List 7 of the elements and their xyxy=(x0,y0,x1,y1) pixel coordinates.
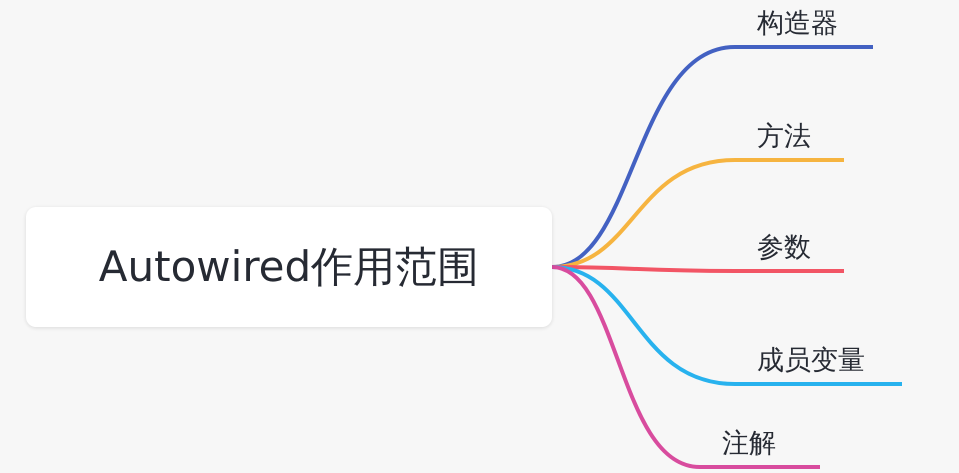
branch-label: 构造器 xyxy=(735,6,873,49)
topic-box: Autowired作用范围 xyxy=(26,207,552,327)
branch-label: 注解 xyxy=(700,426,820,469)
branch-label: 成员变量 xyxy=(735,343,902,386)
branch-label: 参数 xyxy=(735,230,844,273)
branch-label: 方法 xyxy=(735,119,844,162)
branch-curve xyxy=(550,265,702,469)
